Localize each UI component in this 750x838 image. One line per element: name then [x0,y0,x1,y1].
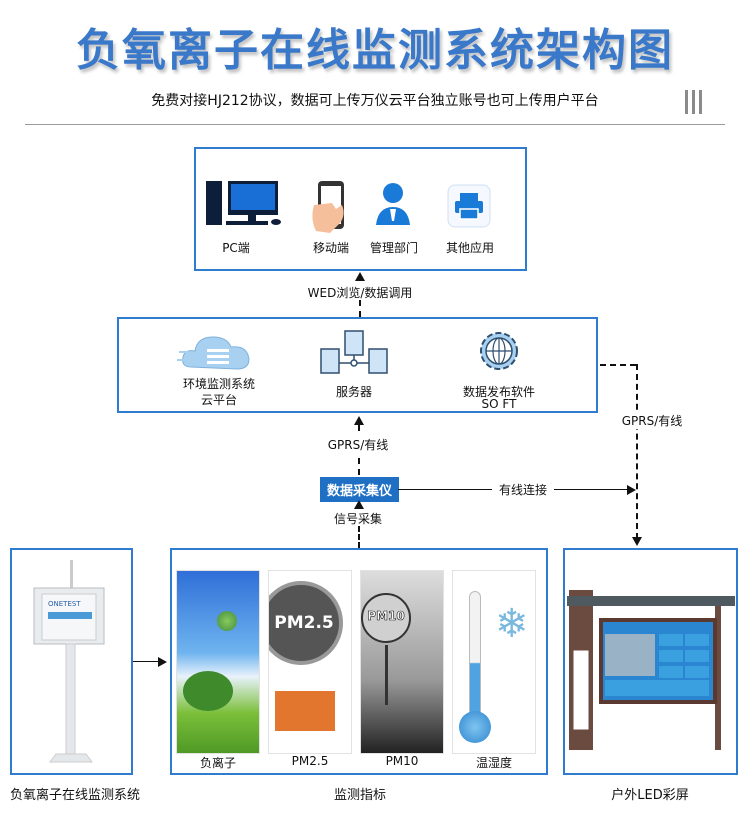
subtitle: 免费对接HJ212协议，数据可上传万仪云平台独立账号也可上传用户平台 [151,93,599,109]
indicators-caption: 监测指标 [333,788,386,803]
header-divider [25,124,725,125]
platform-software: 数据发布软件 SO FT [439,327,559,413]
client-pc: PC端 [206,177,286,262]
platform-label: SO FT [481,397,517,411]
indicator-label: 温湿度 [475,756,512,770]
client-label: 移动端 [312,241,349,255]
client-label: PC端 [222,241,250,255]
indicator-negative-ion [176,570,260,754]
arrow-up-icon [354,416,364,425]
arrow-up-icon [354,500,364,509]
wired-label: 有线连接 [492,481,554,498]
platform-label: 服务器 [335,385,372,399]
platform-box: 环境监测系统 云平台 服务器 数据发布软件 SO FT [117,317,598,413]
connector-line [358,526,360,548]
mobile-icon [312,181,344,233]
indicator-label: PM10 [385,754,419,768]
client-label: 其他应用 [445,241,494,255]
device-brand: ONETEST [48,600,81,608]
led-display-image [567,590,735,750]
led-box [563,548,738,775]
indicator-temp-humidity: ❄ [452,570,536,754]
arrow-right-icon [627,485,636,495]
connector-line [636,364,638,539]
server-icon [320,330,388,374]
gprs-left-label: GPRS/有线 [318,436,398,453]
menu-icon[interactable] [685,90,707,114]
connector-line [600,364,636,366]
platform-label: 数据发布软件 [462,385,535,399]
platform-server: 服务器 [309,329,399,409]
signal-label: 信号采集 [328,510,388,527]
client-label: 管理部门 [369,241,418,255]
indicator-label: PM2.5 [291,754,329,768]
pc-icon [206,181,281,225]
indicator-pm25: PM2.5 [268,570,352,754]
pm10-badge: PM10 [367,609,405,624]
clients-box: PC端 移动端 管理部门 其他应用 [194,147,527,271]
indicator-label: 负离子 [199,756,236,770]
gear-globe-icon [480,332,518,370]
page-title: 负氧离子在线监测系统架构图 [76,25,674,76]
connector-line [133,661,159,662]
printer-icon [447,184,491,228]
platform-cloud: 环境监测系统 云平台 [159,329,279,413]
arrow-right-icon [158,657,167,667]
platform-label: 云平台 [200,393,237,407]
device-caption: 负氧离子在线监测系统 [9,788,140,803]
data-collector: 数据采集仪 [320,477,400,502]
web-link-label: WED浏览/数据调用 [307,286,413,300]
pm25-badge: PM2.5 [274,613,334,633]
indicator-pm10: PM10 [360,570,444,754]
cloud-icon [177,336,250,370]
client-other: 其他应用 [444,179,514,264]
arrow-up-icon [355,272,365,281]
platform-label: 环境监测系统 [182,377,255,391]
manager-icon [376,183,410,225]
device-image: ONETEST [33,560,105,763]
client-mobile: 移动端 [306,179,366,264]
client-manager: 管理部门 [368,179,432,264]
device-box: ONETEST [10,548,133,775]
gprs-right-label: GPRS/有线 [612,412,692,429]
led-caption: 户外LED彩屏 [611,788,689,803]
arrow-down-icon [632,537,642,546]
connector-line [359,300,361,317]
indicators-box: PM2.5 PM10 ❄ 负离子 PM2.5 PM10 温湿度 [170,548,548,775]
